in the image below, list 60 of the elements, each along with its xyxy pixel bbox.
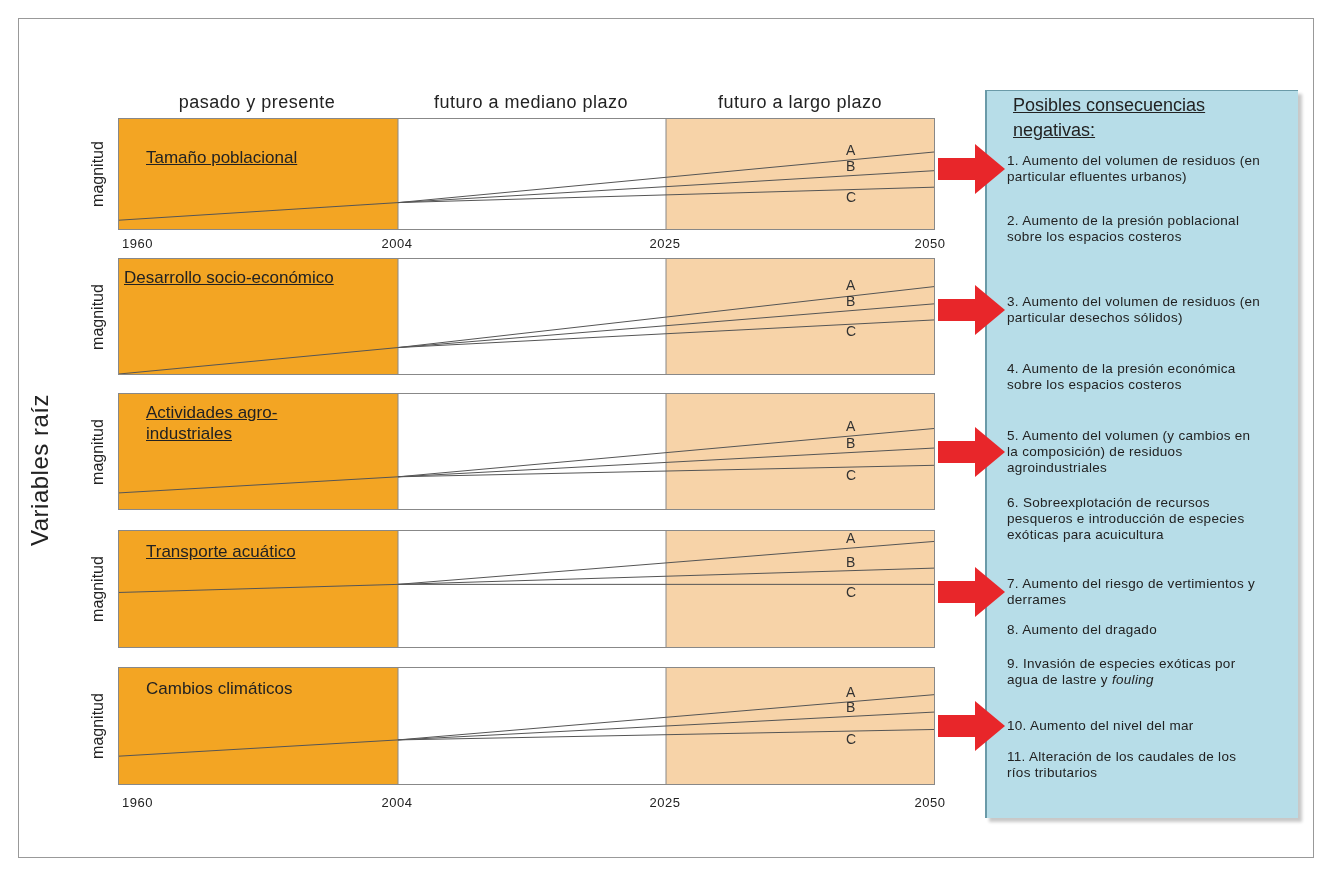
scenario-label: C bbox=[846, 324, 857, 338]
chart-title: Tamaño poblacional bbox=[146, 147, 299, 168]
list-item: 5. Aumento del volumen (y cambios en la composición) de residuos agroindustriales bbox=[1007, 428, 1262, 476]
list-item: 3. Aumento del volumen de residuos (en particular desechos sólidos) bbox=[1007, 294, 1262, 326]
chart-title: Transporte acuático bbox=[146, 541, 297, 562]
list-item: 2. Aumento de la presión poblacional sobre los espacios costeros bbox=[1007, 213, 1262, 245]
block-arrow bbox=[938, 285, 1005, 335]
consequences-panel bbox=[985, 90, 1298, 818]
axis-label: magnitud bbox=[89, 140, 107, 209]
list-item: 9. Invasión de especies exóticas por agua de lastre y fouling bbox=[1007, 656, 1262, 688]
block-arrow bbox=[938, 427, 1005, 477]
scenario-label: C bbox=[846, 731, 857, 746]
year-label: 2025 bbox=[649, 795, 681, 810]
list-item: 10. Aumento del nivel del mar bbox=[1007, 718, 1262, 734]
scenario-label: A bbox=[846, 418, 856, 433]
chart-panel bbox=[118, 530, 935, 648]
year-label: 2025 bbox=[649, 236, 681, 251]
chart-panel bbox=[118, 258, 935, 375]
list-item: 4. Aumento de la presión económica sobre los espacios costeros bbox=[1007, 361, 1262, 393]
year-label: 2004 bbox=[381, 795, 413, 810]
block-arrow bbox=[938, 701, 1005, 751]
list-item: 11. Alteración de los caudales de los ríos tributarios bbox=[1007, 749, 1262, 781]
list-item: 8. Aumento del dragado bbox=[1007, 622, 1262, 638]
year-label: 2050 bbox=[914, 236, 946, 251]
scenario-label: A bbox=[846, 531, 856, 546]
year-label: 1960 bbox=[122, 236, 153, 251]
column-heading: futuro a largo plazo bbox=[717, 92, 883, 112]
chart-title: Actividades agro-industriales bbox=[146, 402, 279, 444]
chart-panel bbox=[118, 118, 935, 230]
chart-title: Desarrollo socio-económico bbox=[124, 267, 335, 288]
axis-label: magnitud bbox=[89, 417, 107, 487]
scenario-label: C bbox=[846, 189, 857, 204]
column-heading: pasado y presente bbox=[178, 92, 336, 112]
chart-panel bbox=[118, 393, 935, 510]
scenario-label: B bbox=[846, 159, 856, 174]
block-arrow bbox=[938, 567, 1005, 617]
axis-title: Variables raíz bbox=[27, 394, 53, 546]
year-label: 2004 bbox=[381, 236, 413, 251]
list-item: 1. Aumento del volumen de residuos (en particular efluentes urbanos) bbox=[1007, 153, 1262, 185]
scenario-label: B bbox=[846, 293, 856, 308]
scenario-label: C bbox=[846, 467, 857, 482]
scenario-label: B bbox=[846, 700, 856, 715]
axis-label: magnitud bbox=[89, 692, 107, 761]
list-item: 6. Sobreexplotación de recursos pesqueros e introducción de especies exóticas para acuicultura bbox=[1007, 495, 1262, 543]
list-item: 7. Aumento del riesgo de vertimientos y derrames bbox=[1007, 576, 1262, 608]
scenario-label: B bbox=[846, 554, 856, 569]
chart-panel bbox=[118, 667, 935, 785]
year-label: 1960 bbox=[122, 795, 153, 810]
axis-label: magnitud bbox=[89, 282, 107, 352]
block-arrow bbox=[938, 144, 1005, 194]
axis-label: magnitud bbox=[89, 555, 107, 624]
panel-heading: Posibles consecuencias negativas: bbox=[1013, 94, 1207, 142]
scenario-label: C bbox=[846, 585, 857, 600]
scenario-label: B bbox=[846, 436, 856, 451]
scenario-label: A bbox=[846, 278, 856, 293]
scenario-label: A bbox=[846, 684, 856, 699]
column-heading: futuro a mediano plazo bbox=[433, 92, 629, 112]
year-label: 2050 bbox=[914, 795, 946, 810]
scenario-label: A bbox=[846, 142, 856, 157]
chart-title: Cambios climáticos bbox=[146, 678, 294, 699]
